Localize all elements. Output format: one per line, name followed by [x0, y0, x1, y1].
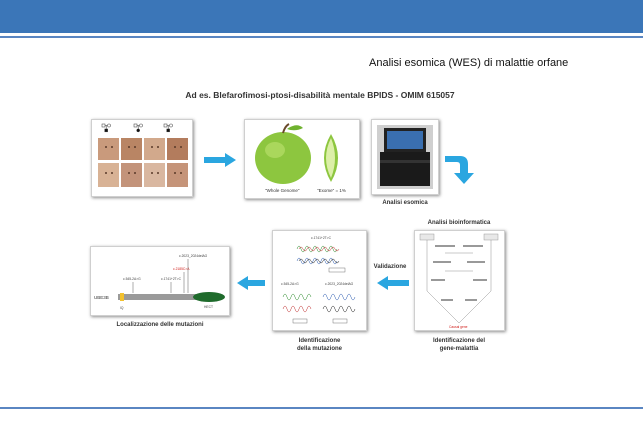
sequencer-panel: [371, 119, 439, 195]
pedigree-photos-panel: [91, 119, 193, 197]
footer-divider: [0, 407, 643, 409]
mutation-caption-line2: della mutazione: [296, 345, 342, 352]
mutation-left-label: c.545-2A>G: [281, 282, 299, 286]
arrow-left-icon: [377, 276, 409, 290]
bioinfo-caption-top: Analisi bioinformatica: [427, 220, 491, 226]
hect-domain-label: HECT: [204, 305, 213, 309]
protein-domain-diagram: c.2023_2024delAG c.2185C>A c.545-2A>G c.…: [94, 254, 225, 310]
slide-subtitle: Analisi esomica (WES) di malattie orfane: [369, 57, 569, 69]
arrow-right-icon: [204, 153, 236, 167]
arrow-left-icon-2: [237, 276, 265, 290]
header-bar: [0, 0, 643, 33]
mutation-caption: Identificazione della mutazione: [272, 338, 367, 353]
mutation-identification-panel: c.1741+2T>C c.545-2A>G c.2023_2024delAG: [272, 230, 367, 331]
mutation-right-label: c.2023_2024delAG: [325, 282, 354, 286]
mut-3-label: c.2185C>A: [173, 267, 190, 271]
sequencer-icon: [377, 125, 433, 189]
bioinfo-caption-line2: gene-malattia: [439, 345, 479, 352]
apple-illustration: "Whole Genome" "Exome" = 1%: [255, 123, 346, 193]
mut-2-label: c.1741+2T>C: [161, 277, 182, 281]
exome-label: "Exome" = 1%: [317, 188, 346, 193]
mut-1-label: c.545-2A>G: [123, 277, 141, 281]
whole-genome-exome-panel: "Whole Genome" "Exome" = 1%: [244, 119, 360, 199]
pedigree-photos-figure: [98, 123, 188, 187]
slide-title: Ad es. Blefarofimosi-ptosi-disabilità me…: [185, 90, 455, 100]
bioinformatics-panel: Causal gene: [414, 230, 505, 331]
causal-gene-label: Causal gene: [449, 325, 468, 329]
sequencer-caption: Analisi esomica: [382, 200, 428, 206]
chromatogram-figure: c.1741+2T>C c.545-2A>G c.2023_2024delAG: [281, 236, 356, 324]
iq-domain-label: IQ: [120, 306, 124, 310]
arrow-down-curved-icon: [445, 156, 474, 184]
bioinformatics-flowchart: Causal gene: [419, 233, 499, 329]
bioinfo-caption-line1: Identificazione del: [432, 338, 485, 344]
header-divider: [0, 36, 643, 38]
mut-4-label: c.2023_2024delAG: [179, 254, 208, 258]
gene-label: UBE3B: [94, 295, 109, 300]
mutation-localization-panel: c.2023_2024delAG c.2185C>A c.545-2A>G c.…: [90, 246, 230, 316]
localization-caption: Localizzazione delle mutazioni: [116, 322, 204, 328]
bioinfo-caption: Identificazione del gene-malattia: [413, 338, 505, 353]
mutation-caption-line1: Identificazione: [298, 338, 341, 344]
mutation-top-label: c.1741+2T>C: [311, 236, 332, 240]
whole-genome-label: "Whole Genome": [265, 188, 300, 193]
validation-label: Validazione: [373, 264, 407, 270]
